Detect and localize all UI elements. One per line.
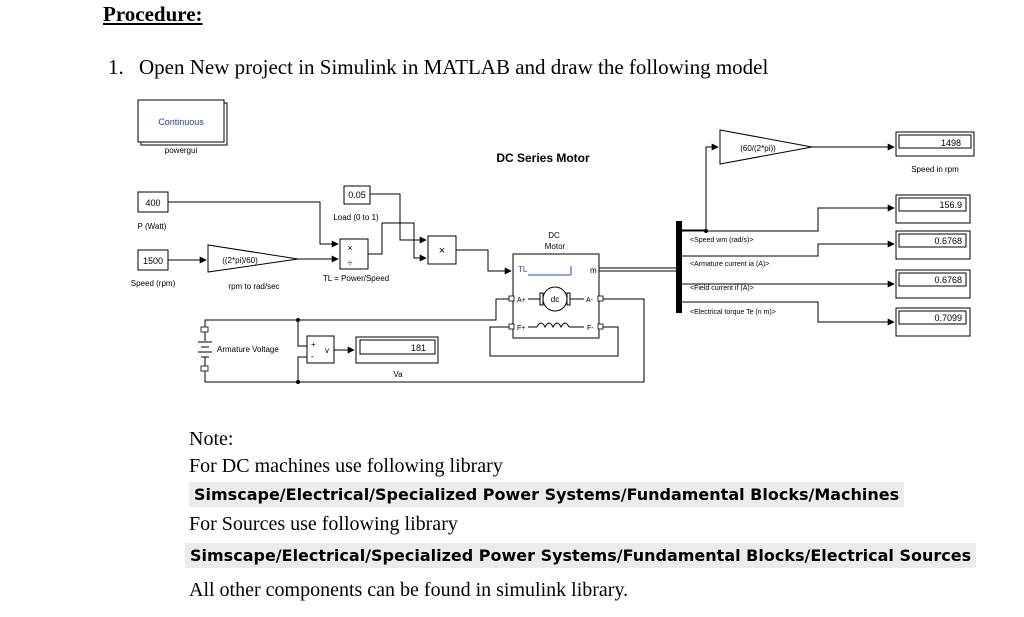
voltmeter-minus: - — [311, 352, 314, 361]
load-constant-caption: Load (0 to 1) — [333, 213, 379, 222]
load-constant-value: 0.05 — [348, 190, 366, 200]
gain-rad-to-rpm[interactable]: (60/(2*pi)) — [719, 129, 813, 165]
p-watt-caption: P (Watt) — [138, 222, 167, 231]
divide-caption: TL = Power/Speed — [323, 274, 389, 283]
library-path-sources: Simscape/Electrical/Specialized Power Sy… — [185, 543, 977, 568]
dc-motor-port-f-plus: F+ — [517, 325, 525, 332]
wire-junctions — [296, 318, 300, 384]
speed-rpm-constant[interactable]: 1500 — [137, 249, 169, 271]
gain-rad-to-rpm-label: (60/(2*pi)) — [740, 144, 776, 153]
display-field-current[interactable]: 0.6768 — [895, 269, 971, 299]
dc-motor-port-f-minus: F- — [587, 325, 594, 332]
powergui-caption: powergui — [165, 146, 198, 155]
dc-motor-title-2: Motor — [545, 242, 566, 251]
p-watt-constant[interactable]: 400 — [137, 191, 169, 213]
powergui-block[interactable]: Continuous — [137, 99, 228, 146]
display-armature-current-value: 0.6768 — [934, 236, 962, 246]
product-symbol: × — [439, 245, 445, 257]
dc-motor-port-tl: TL — [518, 265, 528, 274]
display-field-current-value: 0.6768 — [934, 275, 962, 285]
speed-rpm-caption: Speed (rpm) — [131, 279, 176, 288]
dc-motor-port-m: m — [590, 266, 597, 275]
note-sources-line: For Sources use following library — [189, 513, 458, 535]
display-armature-current[interactable]: 0.6768 — [895, 230, 971, 260]
display-speed-wm-value: 156.9 — [939, 200, 962, 210]
divide-block[interactable]: × ÷ — [339, 238, 369, 270]
display-electrical-torque[interactable]: 0.7099 — [895, 307, 971, 337]
signal-field-current: <Field current if (A)> — [690, 285, 754, 292]
speed-in-rpm-value: 1498 — [941, 138, 961, 148]
voltage-measurement-block[interactable]: + - v — [306, 335, 335, 364]
note-title: Note: — [189, 428, 234, 450]
dc-motor-port-a-plus: A+ — [517, 297, 526, 304]
load-constant[interactable]: 0.05 — [343, 185, 371, 205]
speed-in-rpm-display[interactable]: 1498 — [895, 131, 975, 157]
dc-motor-port-a-minus: A- — [586, 297, 594, 304]
va-display-value: 181 — [411, 343, 426, 353]
diagram-title: DC Series Motor — [496, 151, 590, 165]
procedure-heading: Procedure: — [103, 2, 203, 26]
signal-armature-current: <Armature current ia (A)> — [690, 261, 769, 268]
va-display[interactable]: 181 — [355, 336, 439, 364]
branch-point-speed — [704, 229, 708, 233]
dc-motor-center: dc — [551, 295, 559, 304]
armature-voltage-label: Armature Voltage — [217, 345, 279, 354]
step-number: 1. — [108, 55, 124, 79]
gain-rpm-to-rad-label: ((2*pi)/60) — [222, 256, 258, 265]
signal-electrical-torque: <Electrical torque Te (n m)> — [690, 309, 776, 316]
armature-voltage-source[interactable] — [198, 326, 212, 372]
dc-motor-title-1: DC — [548, 231, 560, 240]
note-other-line: All other components can be found in sim… — [189, 579, 629, 601]
divide-mult-sign: × — [347, 243, 352, 253]
product-block[interactable]: × — [427, 235, 457, 265]
signal-wires — [168, 143, 895, 354]
electrical-wires — [204, 298, 645, 383]
voltmeter-plus: + — [311, 340, 316, 349]
bus-selector[interactable] — [676, 221, 682, 313]
simulink-diagram: DC Series Motor Continuous powergui 400 … — [131, 99, 975, 384]
step-text: Open New project in Simulink in MATLAB a… — [139, 55, 769, 79]
display-electrical-torque-value: 0.7099 — [934, 313, 962, 323]
note-dc-line: For DC machines use following library — [189, 455, 503, 477]
va-display-caption: Va — [393, 370, 403, 379]
dc-motor-block[interactable]: TL m A+ A- F+ F- dc — [512, 253, 600, 339]
speed-rpm-value: 1500 — [143, 256, 163, 266]
powergui-label: Continuous — [158, 117, 204, 127]
dc-motor-field-coil-icon — [536, 322, 570, 329]
speed-in-rpm-caption: Speed in rpm — [911, 165, 959, 174]
gain-rpm-to-rad-caption: rpm to rad/sec — [228, 282, 279, 291]
voltmeter-out: v — [325, 346, 329, 355]
signal-speed-wm: <Speed wm (rad/s)> — [690, 237, 753, 244]
p-watt-value: 400 — [145, 198, 160, 208]
divide-div-sign: ÷ — [348, 258, 353, 268]
gain-rpm-to-rad[interactable]: ((2*pi)/60) — [207, 244, 299, 273]
display-speed-wm[interactable]: 156.9 — [895, 194, 971, 224]
port-markers — [508, 295, 604, 330]
library-path-machines: Simscape/Electrical/Specialized Power Sy… — [189, 482, 905, 507]
